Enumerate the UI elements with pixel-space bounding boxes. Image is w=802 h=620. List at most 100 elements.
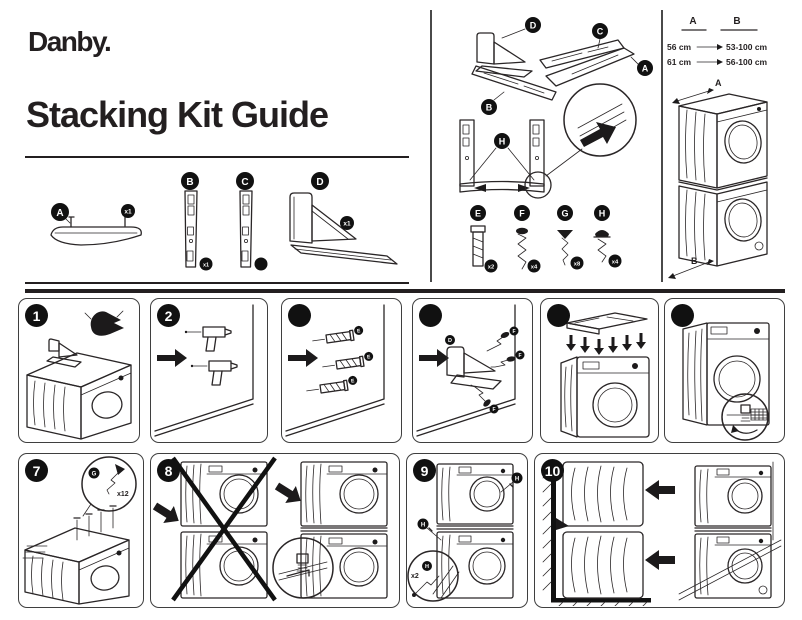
step-10-illustration bbox=[542, 460, 782, 606]
step-6-illustration bbox=[682, 322, 770, 441]
step-9-illustration: H H x2 H bbox=[407, 463, 523, 602]
bracket-on-top bbox=[46, 338, 82, 368]
size-row-1: 56 cm 53-100 cm bbox=[667, 42, 768, 52]
svg-text:x4: x4 bbox=[531, 264, 538, 270]
size-col-b: B bbox=[733, 16, 740, 27]
step-panel-6 bbox=[664, 298, 785, 443]
page-title: Stacking Kit Guide bbox=[26, 94, 329, 135]
hardware-e-anchor: E x2 bbox=[470, 205, 498, 273]
svg-text:D: D bbox=[316, 177, 323, 188]
svg-text:x1: x1 bbox=[343, 221, 351, 228]
svg-text:G: G bbox=[561, 208, 568, 218]
part-b-badge bbox=[181, 172, 199, 190]
svg-text:H: H bbox=[421, 522, 425, 528]
hardware-f-screw: F x4 bbox=[514, 205, 541, 273]
svg-text:G: G bbox=[92, 471, 97, 477]
screws-from-top bbox=[22, 505, 117, 559]
stack-drawing bbox=[436, 463, 514, 599]
step-panel-10: 10 bbox=[534, 453, 785, 608]
step-panel-8: 8 bbox=[150, 453, 400, 608]
svg-text:E: E bbox=[357, 328, 362, 334]
step-9-number: 9 bbox=[413, 459, 436, 482]
drill-icon bbox=[184, 326, 232, 352]
part-d-bracket-drawing: D x1 bbox=[289, 172, 398, 265]
h-screw-callout-top: H bbox=[500, 472, 523, 493]
svg-text:H: H bbox=[425, 564, 429, 570]
foot-in-bracket-detail bbox=[272, 537, 334, 599]
bracket-d-drawing: D bbox=[445, 335, 502, 390]
title-divider bbox=[25, 156, 409, 158]
step-panel-9: 9 H H bbox=[406, 453, 528, 608]
step-3-illustration: E E E bbox=[285, 304, 385, 437]
svg-text:x2: x2 bbox=[411, 573, 419, 580]
press-hand-icon bbox=[84, 310, 124, 336]
arrow-right-icon bbox=[288, 349, 318, 367]
step-panel-7: 7 G x12 bbox=[18, 453, 144, 608]
screw-icon: F bbox=[486, 326, 519, 352]
step-panel-1: 1 bbox=[18, 298, 140, 443]
step-panel-2: 2 bbox=[150, 298, 268, 443]
svg-text:x2: x2 bbox=[488, 264, 494, 270]
step-4-illustration: D F F F bbox=[416, 304, 525, 437]
part-a-qty-badge bbox=[121, 204, 135, 218]
svg-text:53-100 cm: 53-100 cm bbox=[726, 42, 768, 52]
step-panel-3: E E E bbox=[281, 298, 402, 443]
arrow-left-icon bbox=[645, 550, 675, 570]
units-side-view bbox=[556, 461, 644, 599]
part-a-badge bbox=[51, 203, 69, 221]
wrong-stack bbox=[171, 456, 277, 602]
step-panel-5 bbox=[540, 298, 659, 443]
kit-frame: C A B bbox=[471, 23, 653, 115]
svg-text:A: A bbox=[715, 78, 722, 88]
kit-bracket-d: D bbox=[475, 17, 541, 78]
svg-text:x8: x8 bbox=[574, 261, 581, 267]
washer-3d bbox=[26, 352, 132, 440]
washer-front bbox=[560, 356, 650, 438]
down-arrows bbox=[566, 333, 646, 355]
step-3-number bbox=[288, 304, 311, 327]
svg-text:x1: x1 bbox=[203, 262, 209, 268]
svg-text:F: F bbox=[512, 329, 515, 335]
part-c-badge bbox=[236, 172, 254, 190]
arrow-right-icon bbox=[419, 349, 449, 367]
svg-text:C: C bbox=[241, 177, 248, 188]
svg-text:x12: x12 bbox=[117, 491, 129, 498]
leveling-foot-detail bbox=[721, 393, 769, 441]
section-separator bbox=[25, 289, 785, 293]
kit-rails-h: H bbox=[459, 83, 637, 199]
svg-text:H: H bbox=[599, 208, 606, 218]
size-row-2: 61 cm 56-100 cm bbox=[667, 57, 768, 67]
wall-anchor-icon: E bbox=[312, 325, 364, 344]
svg-text:E: E bbox=[351, 378, 356, 384]
size-chart: A B 56 cm 53-100 cm 61 cm 56-100 cm A bbox=[667, 16, 768, 279]
parts-divider bbox=[25, 282, 409, 284]
step-8-illustration bbox=[152, 456, 388, 602]
step-4-number bbox=[419, 304, 442, 327]
size-col-a: A bbox=[689, 16, 696, 27]
svg-text:F: F bbox=[492, 407, 495, 413]
svg-text:61 cm: 61 cm bbox=[667, 57, 692, 67]
part-b-qty-badge bbox=[199, 257, 213, 271]
svg-text:C: C bbox=[597, 26, 604, 36]
hardware-g-screw: G x8 bbox=[557, 205, 584, 270]
washer-3d bbox=[24, 527, 130, 605]
part-c-rail-drawing: C bbox=[236, 172, 268, 271]
svg-text:D: D bbox=[530, 20, 537, 30]
svg-text:F: F bbox=[518, 353, 521, 359]
vertical-divider-right bbox=[661, 10, 663, 282]
arrow-down-right-icon bbox=[274, 482, 301, 503]
step-5-illustration bbox=[560, 312, 650, 438]
wall-anchor-icon: E bbox=[306, 375, 358, 394]
part-a-shelf-drawing: A x1 bbox=[50, 203, 142, 246]
part-d-qty-badge bbox=[340, 216, 354, 230]
step-panel-4: D F F F bbox=[412, 298, 533, 443]
wall-anchor-icon: E bbox=[322, 351, 374, 370]
stacked-unit-drawing: A B bbox=[668, 78, 768, 279]
part-b-rail-drawing: B x1 bbox=[181, 172, 213, 271]
wall-and-floor bbox=[542, 460, 651, 606]
cross-out-x bbox=[171, 456, 277, 602]
svg-text:H: H bbox=[499, 136, 506, 146]
svg-text:x4: x4 bbox=[612, 259, 619, 265]
screw-detail-circle: G x12 bbox=[81, 456, 137, 517]
